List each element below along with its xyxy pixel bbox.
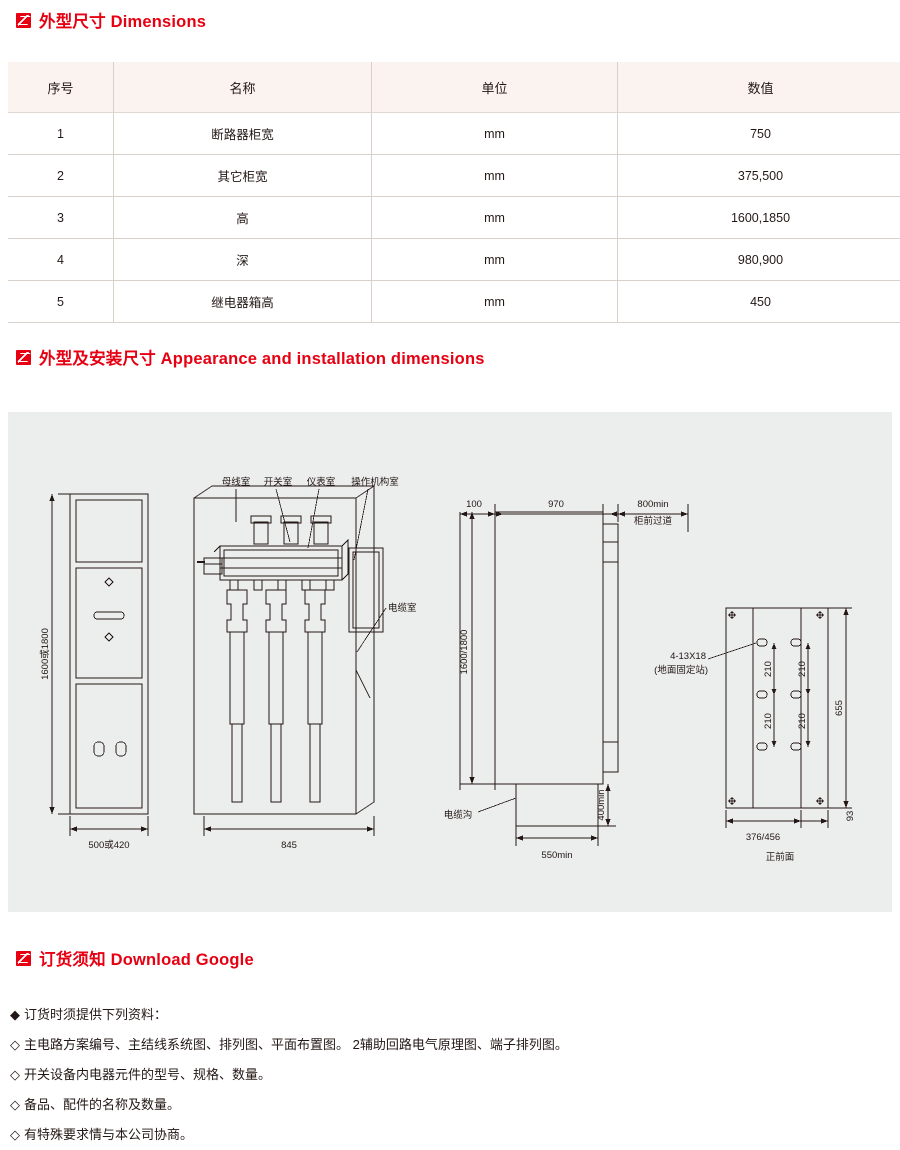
table-cell: 375,500 xyxy=(618,155,900,197)
table-cell: 450 xyxy=(618,281,900,323)
table-cell: mm xyxy=(372,197,618,239)
note-bullet-icon: ◇ xyxy=(10,1127,20,1142)
section-heading-order-label: 订货须知 Download Google xyxy=(39,946,254,970)
label-switch-room: 开关室 xyxy=(264,476,293,488)
note-bullet-icon: ◇ xyxy=(10,1067,20,1082)
dim-side-800min: 800min xyxy=(637,499,668,510)
label-hole-note: (地面固定站) xyxy=(654,664,708,676)
section-heading-appearance: 外型及安装尺寸 Appearance and installation dime… xyxy=(8,345,485,369)
order-note-text: 有特殊要求情与本公司协商。 xyxy=(24,1127,193,1142)
dim-plan-93: 93 xyxy=(845,811,856,822)
table-cell: 高 xyxy=(114,197,372,239)
table-cell: mm xyxy=(372,113,618,155)
note-bullet-icon: ◆ xyxy=(10,1007,20,1022)
dim-side-100: 100 xyxy=(466,499,482,510)
technical-drawing-svg: 母线室 开关室 仪表室 操作机构室 电缆室 1600或1800 500或420 … xyxy=(8,412,892,912)
dim-plan-width: 376/456 xyxy=(746,832,780,843)
table-header-cell: 序号 xyxy=(8,62,114,113)
table-cell: 750 xyxy=(618,113,900,155)
section-heading-dimensions-label: 外型尺寸 Dimensions xyxy=(39,8,206,32)
section-heading-appearance-label: 外型及安装尺寸 Appearance and installation dime… xyxy=(39,345,485,369)
table-cell: 深 xyxy=(114,239,372,281)
table-header-cell: 名称 xyxy=(114,62,372,113)
order-note-text: 开关设备内电器元件的型号、规格、数量。 xyxy=(24,1067,271,1082)
section-heading-order: 订货须知 Download Google xyxy=(8,946,254,970)
dim-front-height: 1600或1800 xyxy=(39,628,51,680)
label-front-aisle: 柜前过道 xyxy=(634,515,673,527)
table-row: 2 其它柜宽 mm 375,500 xyxy=(8,155,900,197)
table-cell: mm xyxy=(372,155,618,197)
order-note-item: ◆ 订货时须提供下列资料： xyxy=(10,1000,890,1030)
dim-front-width: 500或420 xyxy=(88,839,129,851)
dim-550min: 550min xyxy=(541,850,572,861)
table-row: 1 断路器柜宽 mm 750 xyxy=(8,113,900,155)
note-bullet-icon: ◇ xyxy=(10,1037,20,1052)
table-cell: 其它柜宽 xyxy=(114,155,372,197)
table-row: 4 深 mm 980,900 xyxy=(8,239,900,281)
section-marker-icon xyxy=(16,350,31,365)
table-cell: 继电器箱高 xyxy=(114,281,372,323)
label-hole-spec: 4-13X18 xyxy=(670,651,706,662)
table-cell: 2 xyxy=(8,155,114,197)
dim-side-970: 970 xyxy=(548,499,564,510)
order-note-item: ◇ 有特殊要求情与本公司协商。 xyxy=(10,1120,890,1150)
table-cell: 3 xyxy=(8,197,114,239)
label-busbar-room: 母线室 xyxy=(222,476,251,488)
order-notes-list: ◆ 订货时须提供下列资料： ◇ 主电路方案编号、主结线系统图、排列图、平面布置图。 … xyxy=(10,1000,890,1150)
table-cell: 1600,1850 xyxy=(618,197,900,239)
order-note-item: ◇ 备品、配件的名称及数量。 xyxy=(10,1090,890,1120)
dim-side-height: 1600/1800 xyxy=(459,630,470,675)
dim-plan-210-d: 210 xyxy=(797,713,808,729)
dim-plan-210-c: 210 xyxy=(763,713,774,729)
label-cable-trench: 电缆沟 xyxy=(444,809,473,821)
table-cell: mm xyxy=(372,239,618,281)
order-note-text: 主电路方案编号、主结线系统图、排列图、平面布置图。 2辅助回路电气原理图、端子排… xyxy=(24,1037,568,1052)
order-note-text: 备品、配件的名称及数量。 xyxy=(24,1097,180,1112)
table-cell: 断路器柜宽 xyxy=(114,113,372,155)
label-cable-room: 电缆室 xyxy=(388,602,417,614)
dimensions-table: 序号 名称 单位 数值 1 断路器柜宽 mm 750 2 其它柜宽 mm 375 xyxy=(8,62,900,323)
table-header-row: 序号 名称 单位 数值 xyxy=(8,62,900,113)
dim-plan-655: 655 xyxy=(834,700,845,716)
label-meter-room: 仪表室 xyxy=(307,476,336,488)
table-cell: mm xyxy=(372,281,618,323)
order-note-item: ◇ 开关设备内电器元件的型号、规格、数量。 xyxy=(10,1060,890,1090)
section-heading-dimensions: 外型尺寸 Dimensions xyxy=(8,8,206,32)
dim-plan-210-a: 210 xyxy=(763,661,774,677)
section-marker-icon xyxy=(16,951,31,966)
table-cell: 1 xyxy=(8,113,114,155)
note-bullet-icon: ◇ xyxy=(10,1097,20,1112)
technical-drawing-panel: 母线室 开关室 仪表室 操作机构室 电缆室 1600或1800 500或420 … xyxy=(8,412,892,912)
table-cell: 980,900 xyxy=(618,239,900,281)
dim-plan-210-b: 210 xyxy=(797,661,808,677)
table-cell: 4 xyxy=(8,239,114,281)
dim-400min: 400min xyxy=(596,789,607,820)
order-note-item: ◇ 主电路方案编号、主结线系统图、排列图、平面布置图。 2辅助回路电气原理图、端子… xyxy=(10,1030,890,1060)
table-head: 序号 名称 单位 数值 xyxy=(8,62,900,113)
label-mechanism-room: 操作机构室 xyxy=(351,476,399,488)
table-body: 1 断路器柜宽 mm 750 2 其它柜宽 mm 375,500 3 高 mm … xyxy=(8,113,900,323)
dim-section-width: 845 xyxy=(281,840,297,851)
table-row: 5 继电器箱高 mm 450 xyxy=(8,281,900,323)
table-header-cell: 单位 xyxy=(372,62,618,113)
table-cell: 5 xyxy=(8,281,114,323)
table-header-cell: 数值 xyxy=(618,62,900,113)
label-plan-front: 正前面 xyxy=(766,851,795,863)
dimensions-table-wrapper: 序号 名称 单位 数值 1 断路器柜宽 mm 750 2 其它柜宽 mm 375 xyxy=(8,62,892,323)
section-marker-icon xyxy=(16,13,31,28)
table-row: 3 高 mm 1600,1850 xyxy=(8,197,900,239)
order-note-text: 订货时须提供下列资料： xyxy=(24,1007,167,1022)
